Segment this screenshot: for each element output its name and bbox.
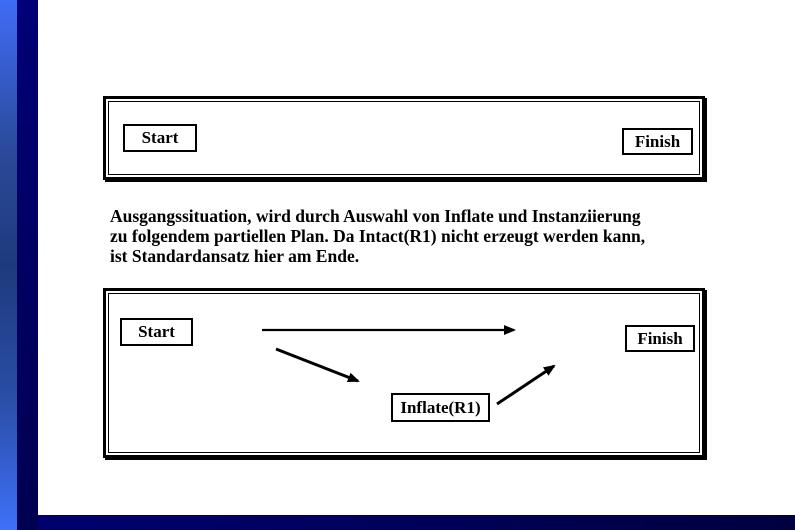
start-node-initial: Start xyxy=(123,124,197,152)
finish-node-partial-label: Finish xyxy=(637,328,683,348)
start-node-initial-label: Start xyxy=(141,128,179,147)
finish-node-partial: Finish xyxy=(625,325,695,352)
start-node-partial: Start xyxy=(120,318,193,346)
plan-frame-initial-inner-border xyxy=(108,101,700,175)
finish-node-initial-label: Finish xyxy=(634,131,681,151)
plan-frame-partial-inner-border xyxy=(108,293,700,453)
finish-node-initial: Finish xyxy=(622,128,693,155)
start-node-partial-label: Start xyxy=(138,322,175,341)
description-text: Ausgangssituation, wird durch Auswahl vo… xyxy=(110,206,646,266)
plan-frame-partial xyxy=(103,288,705,458)
inflate-action-node-label: Inflate(R1) xyxy=(400,397,481,417)
plan-frame-initial xyxy=(103,96,705,180)
inflate-action-node: Inflate(R1) xyxy=(391,393,490,422)
sidebar-gradient-bar xyxy=(0,0,17,530)
sidebar-navy-bar xyxy=(17,0,38,530)
bottom-navy-bar xyxy=(38,515,795,530)
